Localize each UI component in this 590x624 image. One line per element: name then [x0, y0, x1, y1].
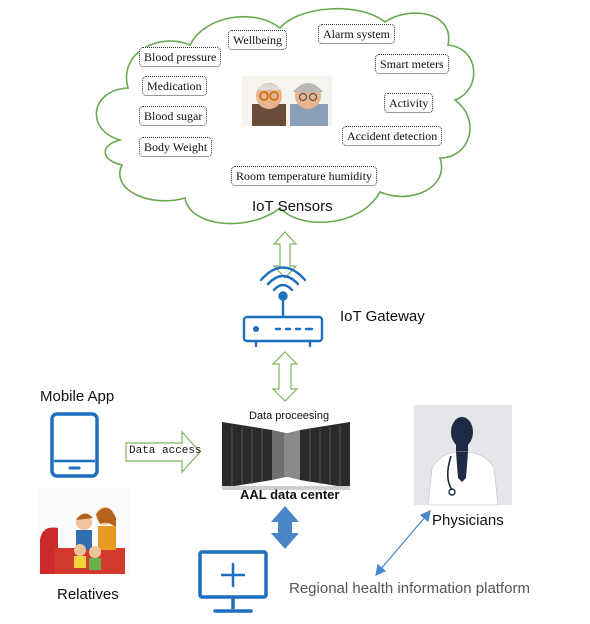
relatives-label: Relatives [57, 586, 119, 603]
sensor-tag-blood-pressure: Blood pressure [139, 47, 222, 67]
sensor-tag-wellbeing: Wellbeing [228, 30, 288, 50]
data-processing-caption: Data proceesing [249, 410, 330, 422]
datacenter-label: AAL data center [240, 487, 340, 502]
router-icon [242, 266, 324, 348]
physician-image [414, 405, 512, 506]
sensor-tag-body-weight: Body Weight [139, 137, 213, 157]
cloud-gateway-arrow [272, 231, 298, 279]
mobile-tablet-icon [50, 412, 99, 478]
relatives-image [37, 488, 131, 576]
cloud-title: IoT Sensors [252, 198, 333, 215]
elderly-couple-image [242, 76, 332, 126]
sensor-tag-medication: Medication [142, 76, 207, 96]
sensor-tag-accident-detection: Accident detection [342, 126, 443, 146]
sensor-tag-smart-meters: Smart meters [375, 54, 449, 74]
sensor-tag-room-temperature-humidity: Room temperature humidity [231, 166, 377, 186]
gateway-label: IoT Gateway [340, 308, 425, 325]
data-access-label: Data access [129, 445, 202, 457]
datacenter-platform-arrow [271, 506, 299, 549]
mobile-app-label: Mobile App [40, 388, 115, 405]
sensor-tag-blood-sugar: Blood sugar [139, 106, 208, 126]
data-access-arrow [125, 430, 201, 474]
sensor-tag-activity: Activity [384, 93, 434, 113]
platform-physicians-arrow [375, 509, 431, 577]
monitor-icon [198, 550, 268, 613]
gateway-datacenter-arrow [271, 351, 299, 402]
physicians-label: Physicians [432, 512, 504, 529]
server-racks-image [222, 422, 350, 490]
platform-label: Regional health information platform [289, 580, 530, 597]
sensor-tag-alarm-system: Alarm system [318, 24, 395, 44]
